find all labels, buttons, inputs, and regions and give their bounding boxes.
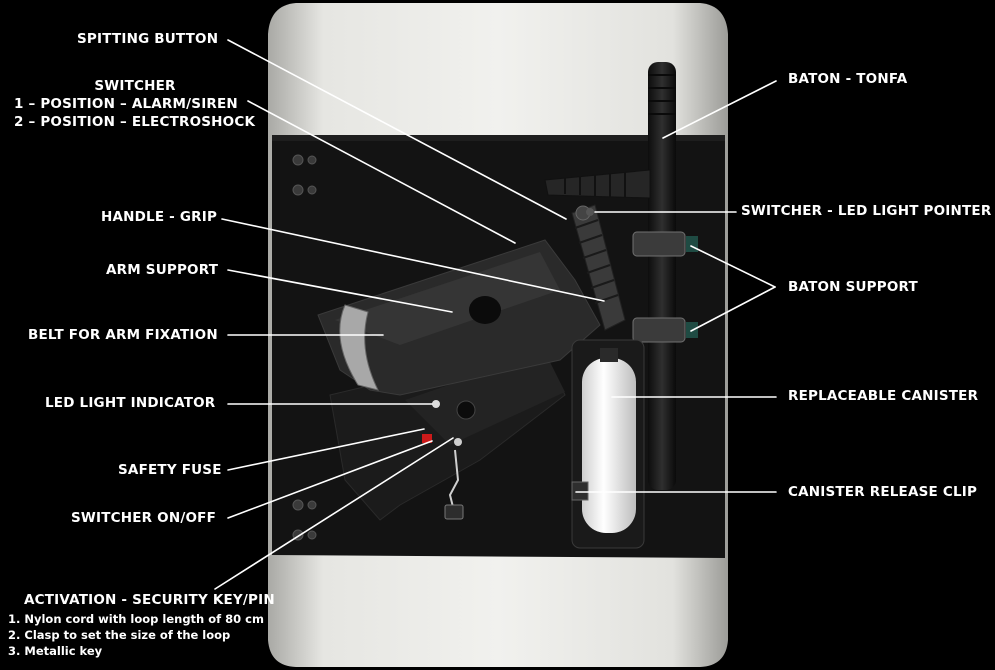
activation-note: 3. Metallic key [8,644,103,658]
label-led-indicator: LED LIGHT INDICATOR [45,395,216,411]
leader-lines [214,39,777,590]
activation-notes: 1. Nylon cord with loop length of 80 cm … [8,611,264,659]
canister-release-clip [571,481,589,501]
leader-spitting-button [227,39,567,220]
label-switcher-pos2: 2 – POSITION – ELECTROSHOCK [14,114,256,130]
safety-fuse-block [422,434,432,443]
label-switcher-onoff: SWITCHER ON/OFF [71,510,216,526]
label-spitting-button: SPITTING BUTTON [77,31,219,47]
leader-safety-fuse [227,428,425,471]
leader-baton [662,80,777,139]
replaceable-canister [582,358,636,533]
label-arm-support: ARM SUPPORT [106,262,219,278]
baton-shaft [648,62,676,490]
activation-note: 2. Clasp to set the size of the loop [8,628,231,642]
label-baton: BATON - TONFA [788,71,908,87]
label-switcher-pos1: 1 – POSITION – ALARM/SIREN [14,96,238,112]
leader-baton-support-b [690,286,776,332]
leader-switcher-onoff [227,440,433,519]
label-canister: REPLACEABLE CANISTER [788,388,979,404]
label-belt: BELT FOR ARM FIXATION [28,327,218,343]
label-activation: ACTIVATION - SECURITY KEY/PIN [24,592,275,608]
leader-activation [214,437,454,590]
leader-arm-support [227,269,453,313]
onoff-switch-dot [454,438,462,446]
led-pointer-knob [586,208,594,216]
arm-belt [339,304,379,391]
leader-baton-support-a [690,245,776,288]
baton-handle [544,169,651,199]
label-switcher-title: SWITCHER [94,78,176,94]
leader-handle-grip [221,218,605,302]
baton-top-grip [648,74,676,115]
led-indicator-dot [432,400,440,408]
label-safety-fuse: SAFETY FUSE [118,462,222,478]
label-canister-clip: CANISTER RELEASE CLIP [788,484,978,500]
label-led-pointer: SWITCHER - LED LIGHT POINTER [741,203,992,219]
activation-note: 1. Nylon cord with loop length of 80 cm [8,612,264,626]
label-baton-support: BATON SUPPORT [788,279,918,295]
leader-switcher [247,100,516,244]
label-handle-grip: HANDLE - GRIP [101,209,218,225]
baton-support-clips [632,231,686,343]
